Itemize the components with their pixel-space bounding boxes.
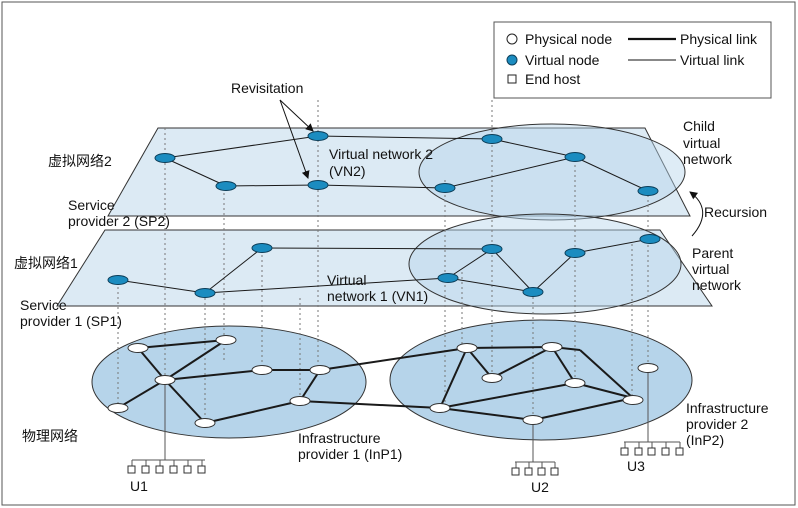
recursion-label: Recursion xyxy=(704,204,767,220)
physical-node-icon xyxy=(506,33,518,45)
legend-virtual-node: Virtual node xyxy=(525,52,600,68)
u3-label: U3 xyxy=(627,458,645,474)
virtual-node-icon xyxy=(506,54,518,66)
vn1-virtual-links xyxy=(117,238,651,294)
mapping-lines xyxy=(117,100,649,423)
sp1-label-line1: Service xyxy=(20,297,67,313)
parent-label-line2: virtual xyxy=(692,261,729,277)
u1-label: U1 xyxy=(130,478,148,494)
vn1-plane xyxy=(56,229,713,307)
vn2-cn-label: 虚拟网络2 xyxy=(48,153,112,169)
u3-hosts xyxy=(620,442,684,456)
revisitation-label: Revisitation xyxy=(231,80,303,96)
legend: Physical node Virtual node End host Phys… xyxy=(493,21,772,99)
inp1-label-line1: Infrastructure xyxy=(298,430,381,446)
end-host-icon xyxy=(507,74,517,84)
inp1-label-line2: provider 1 (InP1) xyxy=(298,446,402,462)
u2-label: U2 xyxy=(531,479,549,495)
child-label-line1: Child xyxy=(683,118,715,134)
child-label-line2: virtual xyxy=(683,135,720,151)
inp1-domain xyxy=(91,325,367,439)
vn2-label-line2: (VN2) xyxy=(329,163,366,179)
inp2-label-line2: provider 2 xyxy=(686,416,748,432)
legend-end-host: End host xyxy=(525,71,580,87)
parent-label-line3: network xyxy=(692,277,742,293)
vn1-cn-label: 虚拟网络1 xyxy=(14,255,78,271)
recursion-arrow xyxy=(689,191,704,237)
end-hosts xyxy=(127,442,684,476)
vn1-label-line2: network 1 (VN1) xyxy=(327,288,428,304)
revisitation-arrows xyxy=(279,99,314,179)
legend-physical-node: Physical node xyxy=(525,31,612,47)
physical-nodes xyxy=(107,335,659,428)
legend-physical-link: Physical link xyxy=(680,31,758,47)
legend-virtual-link: Virtual link xyxy=(680,52,745,68)
physical-cn-label: 物理网络 xyxy=(22,428,78,444)
vn2-virtual-links xyxy=(164,135,649,192)
inp2-label-line1: Infrastructure xyxy=(686,400,769,416)
child-virtual-network-ellipse xyxy=(418,123,686,221)
vn2-label-line1: Virtual network 2 xyxy=(329,146,433,162)
parent-label-line1: Parent xyxy=(692,245,733,261)
child-label-line3: network xyxy=(683,151,733,167)
sp2-label-line1: Service xyxy=(68,197,115,213)
labels: Revisitation Virtual network 2 (VN2) 虚拟网… xyxy=(14,80,769,495)
virtual-nodes xyxy=(107,131,661,298)
inp2-label-line3: (InP2) xyxy=(686,432,724,448)
vn1-label-line1: Virtual xyxy=(327,272,366,288)
parent-virtual-network-ellipse xyxy=(408,213,682,315)
physical-links xyxy=(117,339,634,424)
u2-hosts xyxy=(511,462,559,476)
sp2-label-line2: provider 2 (SP2) xyxy=(68,213,170,229)
sp1-label-line2: provider 1 (SP1) xyxy=(20,313,122,329)
u1-hosts xyxy=(127,460,206,474)
